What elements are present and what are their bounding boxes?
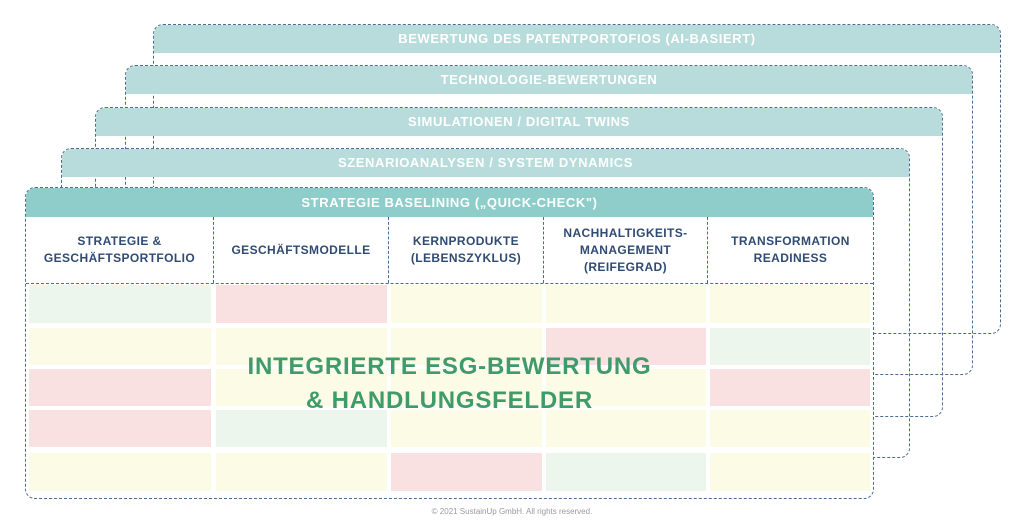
grid-cell-red: [391, 453, 542, 491]
layer-title: SZENARIOANALYSEN / SYSTEM DYNAMICS: [62, 149, 909, 177]
main-title: STRATEGIE BASELINING („QUICK-CHECK"): [26, 188, 873, 217]
grid-cell-yellow: [216, 453, 387, 491]
grid-cell-yellow: [391, 285, 542, 323]
grid-cell-red: [546, 328, 706, 365]
grid-cell-yellow: [546, 285, 706, 323]
column-header-geschaeftsmodelle: GESCHÄFTSMODELLE: [214, 217, 389, 283]
grid-cell-yellow: [546, 410, 706, 447]
grid-cell-red: [29, 369, 211, 406]
grid-cell-green: [710, 328, 870, 365]
grid-cell-yellow: [710, 453, 870, 491]
grid-cell-yellow: [391, 369, 542, 406]
grid-cell-yellow: [216, 369, 387, 406]
grid-cell-yellow: [391, 328, 542, 365]
grid-cell-green: [546, 453, 706, 491]
main-card-strategie-baselining: STRATEGIE BASELINING („QUICK-CHECK") STR…: [25, 187, 874, 499]
grid-cell-green: [216, 410, 387, 447]
center-title: INTEGRIERTE ESG-BEWERTUNG & HANDLUNGSFEL…: [247, 353, 652, 414]
grid-cell-yellow: [29, 328, 211, 365]
layer-card-technologie: TECHNOLOGIE-BEWERTUNGEN: [125, 65, 973, 375]
grid-cell-yellow: [391, 410, 542, 447]
layer-card-szenarioanalysen: SZENARIOANALYSEN / SYSTEM DYNAMICS: [61, 148, 910, 458]
grid-cell-green: [29, 285, 211, 323]
assessment-grid: [26, 283, 873, 498]
layer-title: SIMULATIONEN / DIGITAL TWINS: [96, 108, 942, 136]
layer-title: BEWERTUNG DES PATENTPORTOFIOS (AI-BASIER…: [154, 25, 1000, 53]
grid-cell-yellow: [216, 328, 387, 365]
layer-card-patent: BEWERTUNG DES PATENTPORTOFIOS (AI-BASIER…: [153, 24, 1001, 334]
grid-cell-red: [710, 369, 870, 406]
column-header-kernprodukte: KERNPRODUKTE(LEBENSZYKLUS): [389, 217, 544, 283]
grid-cell-red: [29, 410, 211, 447]
grid-cell-yellow: [710, 285, 870, 323]
copyright-footer: © 2021 SustainUp GmbH. All rights reserv…: [431, 507, 593, 516]
layer-title: TECHNOLOGIE-BEWERTUNGEN: [126, 66, 972, 94]
column-header-strategie: STRATEGIE &GESCHÄFTSPORTFOLIO: [26, 217, 214, 283]
column-header-nachhaltigkeit: NACHHALTIGKEITS-MANAGEMENT(REIFEGRAD): [544, 217, 708, 283]
grid-cell-red: [216, 285, 387, 323]
grid-cell-yellow: [710, 410, 870, 447]
column-header-row: STRATEGIE &GESCHÄFTSPORTFOLIO GESCHÄFTSM…: [26, 217, 873, 284]
grid-cell-yellow: [546, 369, 706, 406]
grid-cell-yellow: [29, 453, 211, 491]
